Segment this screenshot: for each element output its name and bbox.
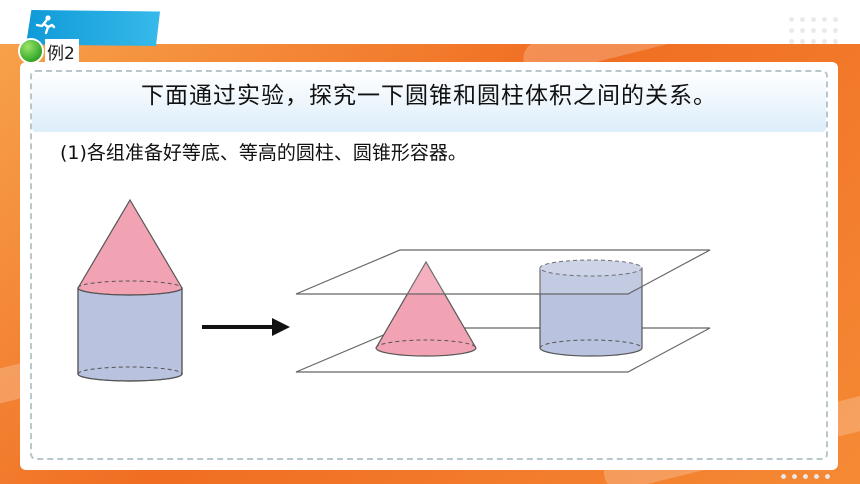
stacked-cone xyxy=(77,198,183,296)
bottom-plane xyxy=(295,327,711,373)
cone-base-front xyxy=(77,287,183,296)
cylinder-bottom-front xyxy=(77,373,183,382)
runner-icon xyxy=(35,15,56,35)
decor-dots xyxy=(786,14,838,44)
right-arrow-icon xyxy=(202,318,290,336)
top-plane xyxy=(295,249,711,295)
example-label: 例2 xyxy=(45,38,79,64)
cylinder-container-top xyxy=(539,259,643,277)
example-tag: 例2 xyxy=(20,38,79,64)
step-1-text: (1)各组准备好等底、等高的圆柱、圆锥形容器。 xyxy=(60,142,467,164)
cylinder-body-fill xyxy=(79,288,181,373)
parallel-planes-illustration xyxy=(295,249,711,373)
cone-base-back xyxy=(375,339,477,349)
stacked-solid-illustration xyxy=(77,198,183,382)
cone-base-back xyxy=(77,280,183,289)
lesson-title: 下面通过实验，探究一下圆锥和圆柱体积之间的关系。 xyxy=(141,83,717,109)
cylinder-container-bottom xyxy=(540,340,642,356)
experiment-illustration xyxy=(77,198,711,382)
content-card: 下面通过实验，探究一下圆锥和圆柱体积之间的关系。 (1)各组准备好等底、等高的圆… xyxy=(20,62,838,470)
cylinder-container-body xyxy=(540,268,642,348)
cylinder-bottom-back xyxy=(77,366,183,375)
cylinder-container-bottom-front xyxy=(539,347,643,357)
dashed-border xyxy=(30,70,828,460)
title-band xyxy=(32,72,826,132)
green-dot-icon xyxy=(20,40,42,62)
cone-container xyxy=(375,260,477,357)
cylinder-container-bottom-back xyxy=(539,339,643,349)
